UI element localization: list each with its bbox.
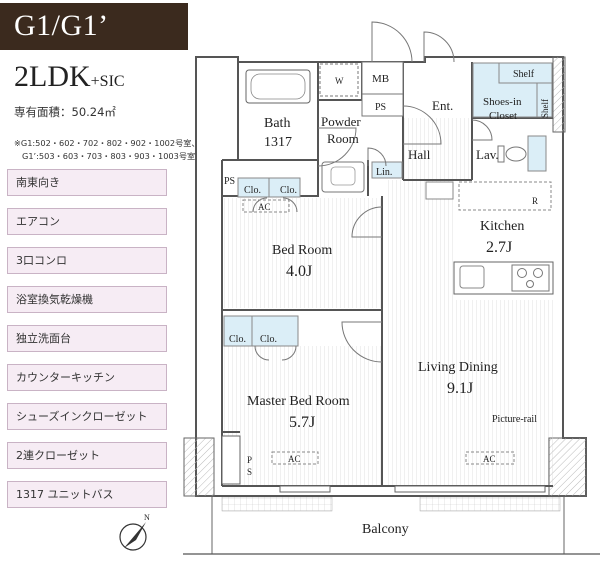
column <box>548 437 587 497</box>
label-r: R <box>532 196 538 206</box>
unit-note-line-1: ※G1:502・602・702・802・902・1002号室、 <box>14 138 200 148</box>
label-clo-4: Clo. <box>260 334 277 345</box>
label-ps-left: PS <box>224 176 235 187</box>
door-swings <box>252 21 493 363</box>
label-master: Master Bed Room <box>247 394 350 409</box>
label-bedroom: Bed Room <box>272 243 332 258</box>
label-powder: Powder <box>321 114 361 129</box>
label-bath-size: 1317 <box>264 135 292 150</box>
label-ac-2: AC <box>288 454 301 464</box>
stove <box>511 264 550 292</box>
label-compass-n: N <box>144 513 150 522</box>
layout-type: 2LDK+SIC <box>14 60 125 94</box>
label-mb: MB <box>372 73 389 85</box>
window-openings <box>221 435 546 493</box>
feature-item: 3口コンロ <box>7 247 167 274</box>
feature-item: 独立洗面台 <box>7 325 167 352</box>
toilet-bowl <box>505 146 527 162</box>
label-balcony: Balcony <box>362 522 409 537</box>
bedroom-floor <box>222 198 382 308</box>
label-living-size: 9.1J <box>447 380 473 397</box>
label-ent: Ent. <box>432 98 453 113</box>
label-shelf-top: Shelf <box>513 69 535 80</box>
feature-item: 1317 ユニットバス <box>7 481 167 508</box>
burner <box>517 268 527 278</box>
label-ps-top: PS <box>375 102 386 113</box>
feature-item: エアコン <box>7 208 167 235</box>
feature-item: 南東向き <box>7 169 167 196</box>
label-bedroom-size: 4.0J <box>286 263 312 280</box>
label-bath: Bath <box>264 116 290 131</box>
label-living: Living Dining <box>418 360 498 375</box>
label-w: W <box>335 76 344 86</box>
label-lin: Lin. <box>376 167 392 178</box>
plan-name-badge: G1/G1’ <box>0 3 188 50</box>
sink <box>459 265 485 289</box>
feature-item: 浴室換気乾燥機 <box>7 286 167 313</box>
layout-main: 2LDK <box>14 60 91 93</box>
ps-box <box>361 93 404 117</box>
balcony-grating <box>419 496 561 512</box>
label-clo-1: Clo. <box>244 185 261 196</box>
label-ac-1: AC <box>258 202 271 212</box>
compass-icon <box>119 523 147 551</box>
label-shoes-closet-2: Closet <box>489 110 517 122</box>
wash-basin-bowl <box>330 166 356 186</box>
hall-floor <box>403 118 471 180</box>
label-hall: Hall <box>408 147 431 162</box>
linen-closet <box>371 161 403 179</box>
label-lav: Lav. <box>476 147 499 162</box>
pantry-box <box>425 181 454 200</box>
master-floor <box>222 346 382 486</box>
column <box>552 56 566 133</box>
feature-list: 南東向き エアコン 3口コンロ 浴室換気乾燥機 独立洗面台 カウンターキッチン … <box>7 169 167 520</box>
lav-counter <box>527 135 547 172</box>
floor-area: 専有面積：50.24㎡ <box>14 105 116 119</box>
label-shoes-closet-1: Shoes-in <box>483 96 522 108</box>
burner <box>533 268 543 278</box>
label-kitchen: Kitchen <box>480 219 524 234</box>
unit-note-line-2: G1’:503・603・703・803・903・1003号室 <box>22 151 196 161</box>
master-closet <box>223 315 299 347</box>
feature-item: シューズインクローゼット <box>7 403 167 430</box>
ac-units <box>242 199 515 465</box>
label-ac-3: AC <box>483 454 496 464</box>
label-ps-bottom-s: S <box>247 467 252 477</box>
bathtub-inner <box>250 73 306 100</box>
label-shelf-side: Shelf <box>540 99 550 118</box>
label-clo-2: Clo. <box>280 185 297 196</box>
feature-item: カウンターキッチン <box>7 364 167 391</box>
shelf-side <box>536 82 553 118</box>
plan-name: G1/G1’ <box>14 9 109 42</box>
washer-pan <box>319 63 359 97</box>
shelf-top <box>498 62 553 84</box>
balcony-grating <box>221 496 333 512</box>
label-ps-bottom-p: P <box>247 455 252 465</box>
label-kitchen-size: 2.7J <box>486 239 512 256</box>
label-picture-rail: Picture-rail <box>492 414 537 425</box>
column <box>183 437 215 497</box>
label-clo-3: Clo. <box>229 334 246 345</box>
layout-suffix: +SIC <box>90 73 125 90</box>
burner <box>526 280 534 288</box>
feature-item: 2連クローゼット <box>7 442 167 469</box>
label-master-size: 5.7J <box>289 414 315 431</box>
toilet-tank <box>497 145 505 163</box>
label-powder-room: Room <box>327 131 359 146</box>
compass-needle <box>124 522 146 548</box>
kitchen-cabinet-upper <box>458 181 552 211</box>
